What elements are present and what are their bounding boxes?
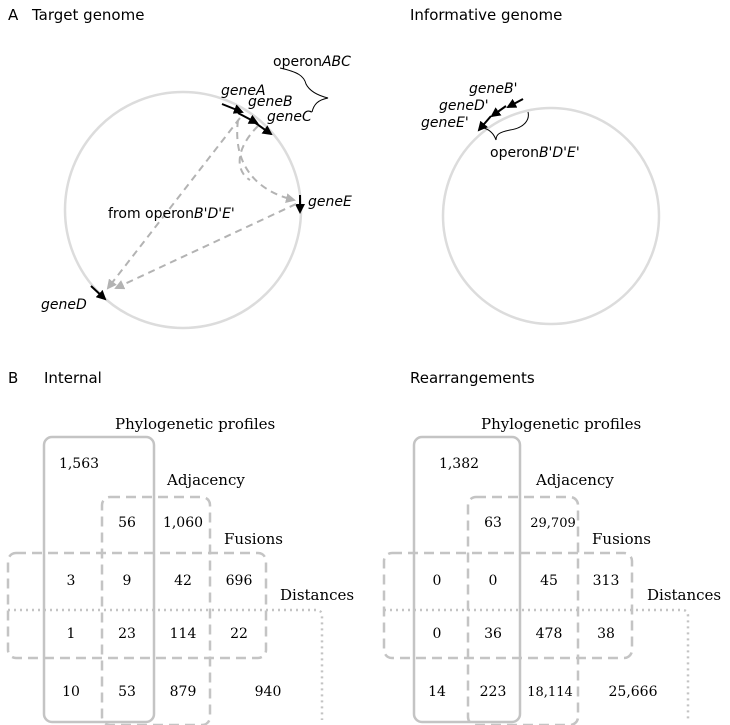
operon-bde-brace <box>483 111 529 141</box>
internal-venn: Phylogenetic profiles Adjacency Fusions … <box>6 415 354 725</box>
gene-d-prime-label: geneD' <box>439 98 489 114</box>
cell-value: 14 <box>428 684 446 700</box>
internal-title: Internal <box>44 369 102 387</box>
target-genome-title: Target genome <box>31 6 144 24</box>
operon-abc-brace <box>279 67 329 113</box>
cell-value: 1,060 <box>163 515 203 531</box>
phylo-label: Phylogenetic profiles <box>481 415 641 433</box>
gene-a-label: geneA <box>221 83 266 99</box>
fusions-region <box>382 551 634 660</box>
distances-region <box>384 608 690 720</box>
gene-d-arrow <box>90 285 107 301</box>
distances-region <box>8 608 324 720</box>
cell-value: 879 <box>170 684 197 700</box>
cell-value: 1,563 <box>59 456 99 472</box>
cell-value: 1,382 <box>439 456 479 472</box>
fusions-label: Fusions <box>224 530 283 548</box>
cell-value: 0 <box>433 626 442 642</box>
distances-label: Distances <box>280 586 354 604</box>
distances-label: Distances <box>647 586 721 604</box>
cell-value: 53 <box>118 684 136 700</box>
adjacency-label: Adjacency <box>166 471 245 489</box>
gene-e-prime-arrow <box>477 115 492 132</box>
cell-value: 114 <box>170 626 197 642</box>
cell-value: 223 <box>480 684 507 700</box>
cell-value: 18,114 <box>527 685 573 700</box>
panel-a-label: A <box>8 6 19 24</box>
cell-value: 56 <box>118 515 136 531</box>
cell-value: 36 <box>484 626 502 642</box>
link-b-arc <box>238 125 259 181</box>
operon-abc-label: operonABC <box>273 54 351 70</box>
gene-e-prime-label: geneE' <box>421 115 469 131</box>
informative-genome-title: Informative genome <box>410 6 562 24</box>
cell-value: 10 <box>62 684 80 700</box>
link-a-to-e <box>236 119 296 204</box>
link-e-to-d <box>114 203 297 290</box>
cell-value: 1 <box>67 626 76 642</box>
cell-value: 940 <box>255 684 282 700</box>
phylo-label: Phylogenetic profiles <box>115 415 275 433</box>
cell-value: 478 <box>536 626 563 642</box>
cell-value: 45 <box>540 573 558 589</box>
fusions-label: Fusions <box>592 530 651 548</box>
gene-c-arrow <box>253 121 273 136</box>
cell-value: 9 <box>123 573 132 589</box>
cell-value: 23 <box>118 626 136 642</box>
panel-b-label: B <box>8 369 18 387</box>
gene-b-prime-label: geneB' <box>469 81 517 97</box>
cell-value: 38 <box>597 626 615 642</box>
cell-value: 0 <box>489 573 498 589</box>
cell-value: 0 <box>433 573 442 589</box>
cell-value: 313 <box>593 573 620 589</box>
cell-value: 29,709 <box>530 516 576 531</box>
cell-value: 25,666 <box>609 684 658 700</box>
phylo-region <box>42 435 156 724</box>
informative-genome-circle <box>441 106 661 326</box>
phylo-region <box>412 435 522 724</box>
link-a-to-d <box>106 117 241 290</box>
cell-value: 22 <box>230 626 248 642</box>
gene-d-prime-arrow <box>490 105 507 118</box>
gene-c-label: geneC <box>267 109 312 125</box>
cell-value: 63 <box>484 515 502 531</box>
cell-value: 696 <box>226 573 253 589</box>
gene-b-arrow <box>237 112 259 124</box>
gene-b-label: geneB <box>248 94 293 110</box>
from-operon-label: from operonB'D'E' <box>108 206 235 222</box>
cell-value: 42 <box>174 573 192 589</box>
gene-e-label: geneE <box>308 194 352 210</box>
gene-a-arrow <box>221 103 244 114</box>
adjacency-region <box>100 495 212 725</box>
gene-b-prime-arrow <box>506 98 524 108</box>
gene-d-label: geneD <box>41 297 87 313</box>
rearrangements-venn: Phylogenetic profiles Adjacency Fusions … <box>382 415 721 725</box>
fusions-region <box>6 551 268 660</box>
adjacency-label: Adjacency <box>535 471 614 489</box>
rearrangements-title: Rearrangements <box>410 369 535 387</box>
cell-value: 3 <box>67 573 76 589</box>
operon-bde-label: operonB'D'E' <box>490 145 580 161</box>
